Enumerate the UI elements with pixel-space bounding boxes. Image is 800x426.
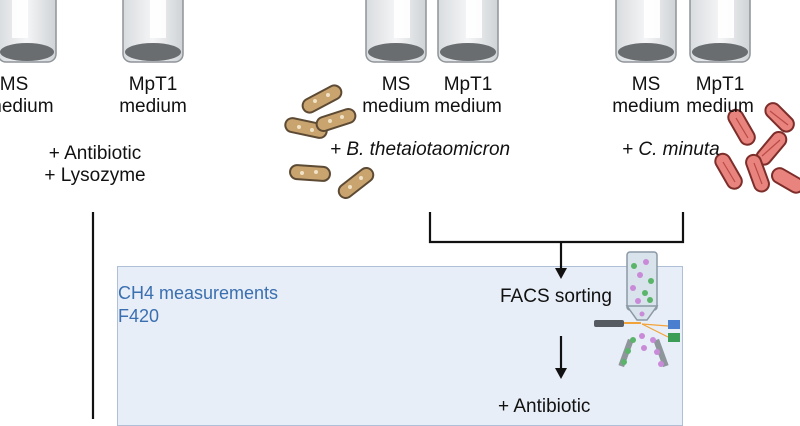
ch4-measurements-label: CH4 measurements [118, 283, 279, 303]
addition-antibiotic: + Antibiotic [48, 143, 142, 164]
medium-name: MS [381, 74, 411, 95]
medium-word: medium [119, 96, 187, 117]
facs-sorting-label: FACS sorting [500, 286, 612, 307]
medium-word: medium [0, 96, 54, 117]
b-thetaiotaomicron-label: + B. thetaiotaomicron [330, 139, 511, 160]
after-sort-antibiotic-label: + Antibiotic [498, 396, 591, 417]
flow-lines [91, 212, 685, 419]
c-minuta-label: + C. minuta [622, 139, 720, 160]
tube-ms-right [615, 0, 677, 63]
medium-name: MpT1 [695, 74, 745, 95]
facs-sorter-icon [594, 251, 680, 368]
tube-mpt1-right [689, 0, 751, 63]
b-thetaiotaomicron-inner-dots [297, 93, 363, 189]
mpt1-medium-label-right: MpT1 medium [680, 74, 760, 118]
medium-word: medium [434, 96, 502, 117]
experiment-panel [117, 266, 683, 426]
ms-medium-label-mid: MS medium [356, 74, 436, 118]
medium-word: medium [686, 96, 754, 117]
left-additions: + Antibiotic + Lysozyme [20, 143, 170, 187]
ms-medium-label-left: MS medium [0, 74, 54, 118]
mpt1-medium-label-mid: MpT1 medium [428, 74, 508, 118]
tube-ms-left [0, 0, 57, 63]
tube-mpt1-left [122, 0, 184, 63]
medium-word: medium [612, 96, 680, 117]
medium-name: MS [0, 74, 29, 95]
mpt1-medium-label-left: MpT1 medium [113, 74, 193, 118]
b-thetaiotaomicron-cells [284, 84, 375, 200]
tube-ms-mid [365, 0, 427, 63]
tube-mpt1-mid [437, 0, 499, 63]
c-minuta-stripes [722, 110, 789, 185]
f420-label: F420 [118, 306, 160, 326]
ms-medium-label-right: MS medium [606, 74, 686, 118]
addition-lysozyme: + Lysozyme [44, 165, 146, 186]
medium-word: medium [362, 96, 430, 117]
medium-name: MS [631, 74, 661, 95]
medium-name: MpT1 [443, 74, 493, 95]
medium-name: MpT1 [128, 74, 178, 95]
flow-arrowheads [555, 268, 567, 379]
